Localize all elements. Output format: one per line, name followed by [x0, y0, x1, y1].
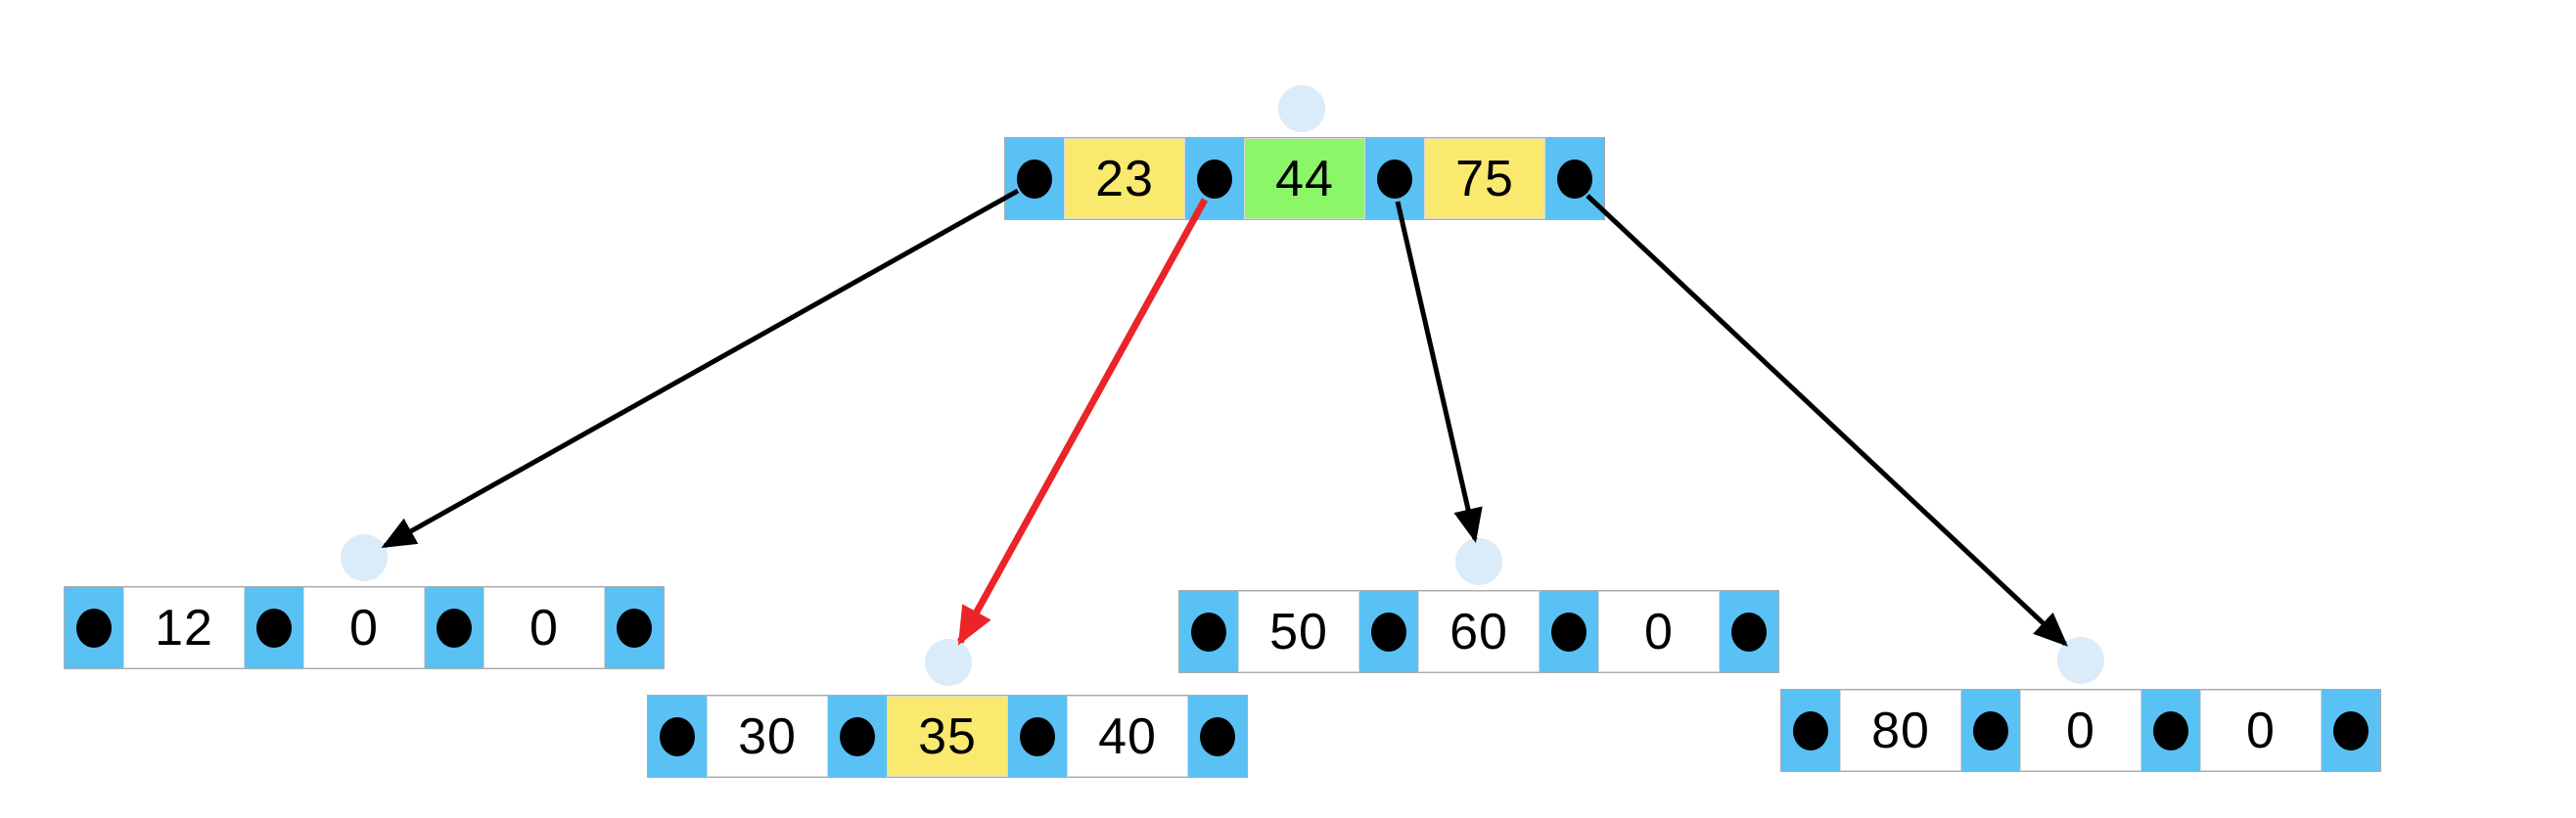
pointer-dot-icon: [1551, 612, 1587, 652]
key-cell: 12: [123, 587, 245, 668]
pointer-dot-icon: [2333, 710, 2369, 750]
pointer-cell: [605, 587, 664, 668]
pointer-dot-icon: [1020, 716, 1055, 756]
pointer-cell: [1008, 696, 1067, 777]
pointer-cell: [425, 587, 483, 668]
btree-node-child-2: 30 35 40: [647, 695, 1248, 778]
pointer-dot-icon: [2153, 710, 2188, 750]
pointer-cell: [2322, 690, 2380, 771]
pointer-cell: [1005, 138, 1064, 219]
pointer-cell: [1545, 138, 1604, 219]
key-cell: 0: [1598, 591, 1720, 672]
pointer-cell: [1720, 591, 1778, 672]
pointer-dot-icon: [617, 608, 652, 648]
pointer-dot-icon: [1973, 710, 2008, 750]
pointer-cell: [648, 696, 707, 777]
key-cell: 40: [1067, 696, 1188, 777]
pointer-dot-icon: [1731, 612, 1767, 652]
pointer-dot-icon: [1793, 710, 1828, 750]
pointer-cell: [1365, 138, 1424, 219]
key-value: 0: [349, 599, 379, 657]
pointer-cell: [2141, 690, 2200, 771]
key-value: 0: [529, 599, 559, 657]
pointer-cell: [1188, 696, 1247, 777]
pointer-cell: [245, 587, 303, 668]
key-cell: 80: [1840, 690, 1961, 771]
pointer-dot-icon: [76, 608, 112, 648]
key-value: 40: [1098, 707, 1157, 765]
btree-node-root: 23 44 75: [1004, 137, 1605, 220]
landing-ellipse-root: [1278, 85, 1325, 132]
pointer-dot-icon: [1200, 716, 1235, 756]
pointer-cell: [1781, 690, 1840, 771]
pointer-dot-icon: [1191, 612, 1226, 652]
btree-node-child-1: 12 0 0: [64, 586, 665, 669]
pointer-dot-icon: [256, 608, 292, 648]
arrow-root-to-child-2-highlighted: [956, 198, 1209, 646]
key-cell: 44: [1244, 138, 1365, 219]
key-cell: 0: [2200, 690, 2322, 771]
key-value: 80: [1871, 702, 1930, 759]
arrow-root-to-child-4: [1586, 194, 2068, 647]
pointer-cell: [65, 587, 123, 668]
key-cell: 30: [707, 696, 828, 777]
key-value: 0: [2246, 702, 2276, 759]
pointer-cell: [1961, 690, 2020, 771]
key-value: 35: [918, 707, 977, 765]
pointer-dot-icon: [1377, 159, 1412, 199]
key-value: 0: [2066, 702, 2095, 759]
pointer-cell: [1185, 138, 1244, 219]
key-value: 44: [1275, 150, 1334, 207]
pointer-dot-icon: [1371, 612, 1406, 652]
pointer-cell: [1359, 591, 1418, 672]
key-value: 12: [155, 599, 213, 657]
key-value: 0: [1644, 603, 1674, 660]
key-value: 23: [1095, 150, 1154, 207]
pointer-dot-icon: [1557, 159, 1592, 199]
landing-ellipse-child-2: [925, 639, 972, 686]
key-value: 60: [1449, 603, 1508, 660]
key-value: 50: [1269, 603, 1328, 660]
arrow-root-to-child-1: [381, 188, 1020, 549]
pointer-dot-icon: [1017, 159, 1052, 199]
key-value: 30: [738, 707, 797, 765]
pointer-dot-icon: [437, 608, 472, 648]
key-cell: 60: [1418, 591, 1540, 672]
key-value: 75: [1455, 150, 1514, 207]
pointer-cell: [828, 696, 887, 777]
pointer-dot-icon: [840, 716, 875, 756]
landing-ellipse-child-3: [1455, 538, 1502, 585]
pointer-cell: [1179, 591, 1238, 672]
key-cell: 75: [1424, 138, 1545, 219]
key-cell: 23: [1064, 138, 1185, 219]
key-cell: 0: [2020, 690, 2141, 771]
btree-node-child-4: 80 0 0: [1780, 689, 2381, 772]
pointer-dot-icon: [660, 716, 695, 756]
pointer-cell: [1540, 591, 1598, 672]
key-cell: 0: [303, 587, 425, 668]
pointer-dot-icon: [1197, 159, 1232, 199]
key-cell: 35: [887, 696, 1008, 777]
key-cell: 50: [1238, 591, 1359, 672]
landing-ellipse-child-1: [341, 534, 388, 581]
key-cell: 0: [483, 587, 605, 668]
arrow-root-to-child-3: [1395, 201, 1483, 543]
landing-ellipse-child-4: [2057, 637, 2104, 684]
btree-node-child-3: 50 60 0: [1178, 590, 1779, 673]
